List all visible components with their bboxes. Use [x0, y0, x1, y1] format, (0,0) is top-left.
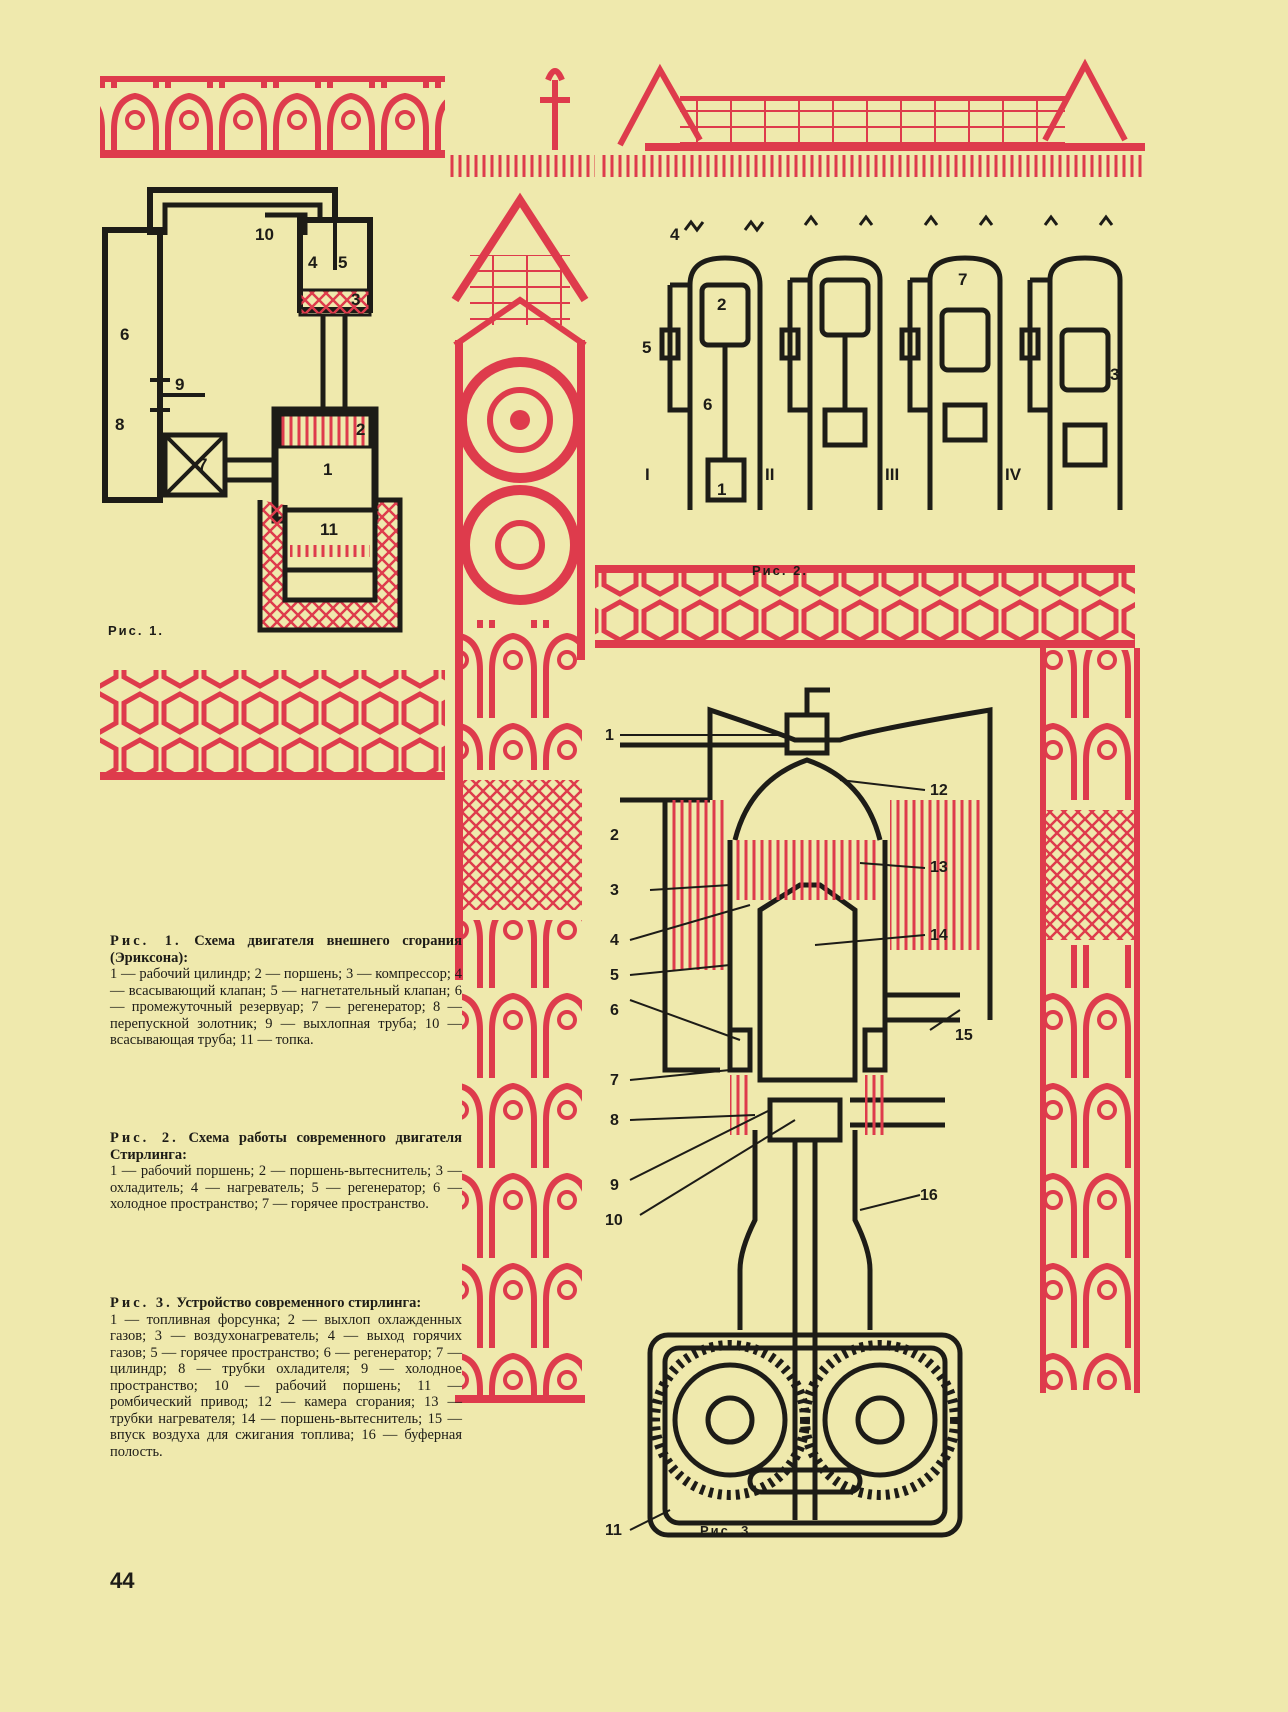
fig2-phase-4: IV	[1005, 465, 1022, 484]
fig1-label-6: 6	[120, 325, 129, 344]
fig1-label-8: 8	[115, 415, 124, 434]
fig3-label-11: 11	[605, 1522, 622, 1539]
page-number: 44	[110, 1568, 135, 1593]
figure-1-ericsson-engine-diagram: 2 1 3 4 5 6 7 8 9 10 11	[95, 160, 445, 670]
fig1-label-2: 2	[356, 420, 365, 439]
fig1-label-7: 7	[198, 455, 207, 474]
fig1-label-10: 10	[255, 225, 274, 244]
fig2-phase-3: III	[885, 465, 899, 484]
legend-3-title: Устройство современного стирлинга:	[176, 1295, 422, 1311]
legend-1-label: Рис. 1.	[110, 933, 182, 949]
legend-figure-2: Рис. 2. Схема работы современного двигат…	[110, 1130, 462, 1213]
legend-2-label: Рис. 2.	[110, 1130, 179, 1146]
fig3-label-1: 1	[605, 727, 614, 744]
figure-3-modern-stirling-diagram: 1 2 3 4 5 6 7 8 9 10 11 12 13 14 15 16	[590, 650, 1040, 1580]
fig1-label-9: 9	[175, 375, 184, 394]
fig3-label-12: 12	[930, 782, 948, 799]
fig2-phase-1: I	[645, 465, 650, 484]
fig2-label-4: 4	[670, 225, 680, 244]
figure-1-caption: Рис. 1.	[108, 623, 164, 638]
fig3-label-3: 3	[610, 882, 619, 899]
fig1-label-1: 1	[323, 460, 332, 479]
fig3-label-2: 2	[610, 827, 619, 844]
figure-2-caption: Рис. 2.	[752, 563, 808, 578]
fig2-label-2: 2	[717, 295, 726, 314]
figure-3-caption: Рис. 3.	[700, 1523, 756, 1538]
fig3-label-6: 6	[610, 1002, 619, 1019]
fig3-label-10: 10	[605, 1212, 623, 1229]
fig3-label-14: 14	[930, 927, 948, 944]
fig3-label-7: 7	[610, 1072, 619, 1089]
legend-3-label: Рис. 3.	[110, 1295, 173, 1311]
fig2-label-7: 7	[958, 270, 967, 289]
fig1-label-3: 3	[351, 290, 360, 309]
fig1-label-4: 4	[308, 253, 318, 272]
fig3-label-15: 15	[955, 1027, 973, 1044]
legend-1-title: Схема двигателя внешнего сгорания (Эрикс…	[110, 933, 463, 966]
fig3-label-5: 5	[610, 967, 619, 984]
fig3-label-13: 13	[930, 859, 948, 876]
legend-2-body: 1 — рабочий поршень; 2 — поршень-вытесни…	[110, 1163, 462, 1212]
legend-1-body: 1 — рабочий цилиндр; 2 — поршень; 3 — ко…	[110, 966, 462, 1048]
fig2-label-3: 3	[1110, 365, 1119, 384]
fig2-phase-2: II	[765, 465, 774, 484]
fig2-label-5: 5	[642, 338, 651, 357]
legend-figure-3: Рис. 3. Устройство современного стирлинг…	[110, 1295, 462, 1460]
legend-2-title: Схема работы современного двигателя Стир…	[110, 1130, 463, 1163]
fig3-label-16: 16	[920, 1187, 938, 1204]
fig2-label-1: 1	[717, 480, 726, 499]
legend-figure-1: Рис. 1. Схема двигателя внешнего сгорани…	[110, 933, 462, 1049]
fig1-label-11: 11	[320, 520, 338, 539]
fig3-label-4: 4	[610, 932, 619, 949]
fig3-label-8: 8	[610, 1112, 619, 1129]
fig1-label-5: 5	[338, 253, 347, 272]
legend-3-body: 1 — топливная форсунка; 2 — выхлоп охлаж…	[110, 1311, 462, 1460]
fig3-label-9: 9	[610, 1177, 619, 1194]
fig2-label-6: 6	[703, 395, 712, 414]
figure-2-stirling-cycle-diagram: 1 2 3 4 5 6 7 I II III IV	[600, 180, 1130, 565]
